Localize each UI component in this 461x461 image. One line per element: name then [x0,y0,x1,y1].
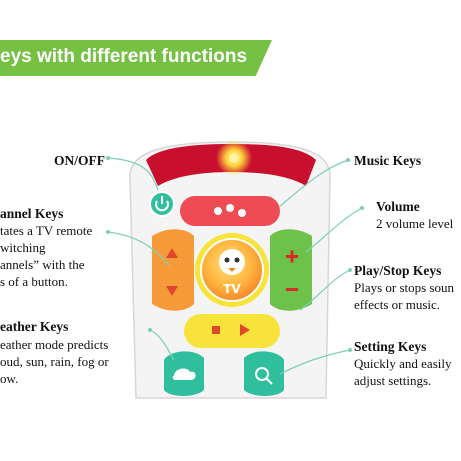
volume-desc-line-1: 2 volume level [376,216,454,231]
play-stop-key [184,314,280,348]
tv-logo: TV [223,282,241,296]
setting-desc-line-1: Quickly and easily [354,356,452,371]
play-stop-desc-line-2: effects or music. [354,297,441,312]
channel-desc-line-4: s of a button. [0,274,68,289]
setting-keys-title: Setting Keys [354,339,427,354]
on-off-title: ON/OFF [54,153,105,168]
volume-title: Volume [376,199,420,214]
channel-desc-line-2: witching [0,240,46,255]
connector-lines [107,157,363,375]
title-banner: eys with different functions [0,40,272,76]
channel-down-arrow [166,286,178,296]
play-stop-desc-line-1: Plays or stops soun [354,280,455,295]
weather-desc-line-3: ow. [0,371,19,386]
power-button [149,191,175,217]
weather-desc-line-1: eather mode predicts [0,337,109,352]
channel-up-arrow [166,248,178,258]
channel-desc-line-3: annels” with the [0,257,85,272]
setting-desc-line-2: adjust settings. [354,373,432,388]
music-keys-title: Music Keys [354,153,422,168]
weather-key [164,351,204,396]
music-key [180,196,280,226]
channel-desc-line-1: tates a TV remote [0,223,93,238]
channel-keys [152,229,194,311]
setting-key [244,351,284,396]
banner-title: eys with different functions [0,46,248,67]
weather-desc-line-2: oud, sun, rain, fog or [0,354,109,369]
connector-dots [106,156,364,352]
play-stop-title: Play/Stop Keys [354,263,442,278]
weather-keys-title: eather Keys [0,319,69,334]
volume-keys [270,229,312,311]
channel-keys-title: annel Keys [0,206,64,221]
